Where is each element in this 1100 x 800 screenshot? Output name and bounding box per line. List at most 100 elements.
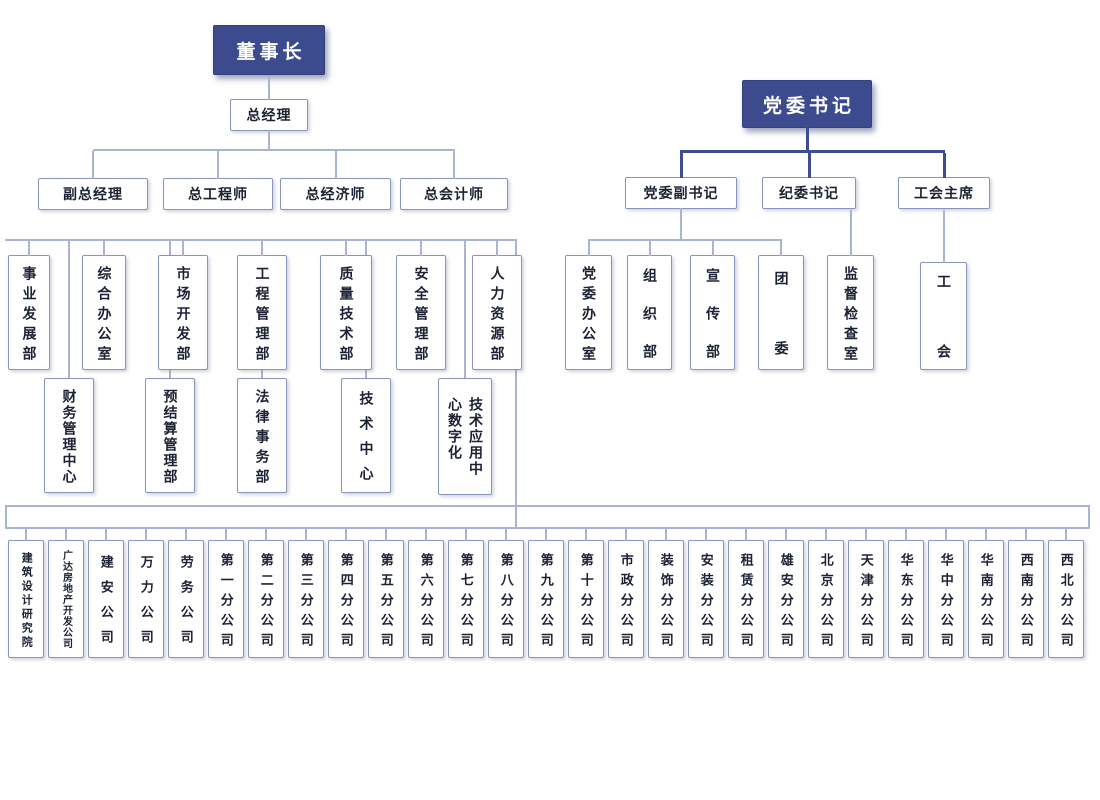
chairman-node: 董事长	[213, 25, 325, 75]
department-label: 质量技术部	[338, 265, 355, 366]
party-department-node: 组织部	[627, 241, 672, 382]
subsidiary-node: 第三分公司	[288, 529, 324, 658]
executive-label: 总经济师	[305, 186, 366, 202]
subsidiary-label: 第四分公司	[338, 552, 354, 653]
party-leader-label: 党委副书记	[643, 185, 719, 201]
sub-department-label: 技术应用中心数字化	[447, 396, 484, 477]
sub-department-label: 法律事务部	[254, 388, 271, 489]
department-node: 市场开发部	[158, 241, 208, 370]
subsidiary-label: 华东分公司	[898, 552, 914, 653]
executive-label: 总工程师	[188, 186, 248, 202]
executive-label: 副总经理	[63, 186, 123, 202]
party-leader-label: 纪委书记	[779, 185, 839, 201]
subsidiary-label: 第八分公司	[498, 552, 514, 653]
subsidiary-label: 劳务公司	[178, 555, 194, 655]
subsidiary-label: 西南分公司	[1018, 552, 1034, 653]
connector-line	[5, 527, 1090, 529]
subsidiary-label: 广达房地产开发公司	[60, 550, 72, 649]
sub-department-label: 预结算管理部	[162, 388, 179, 485]
subsidiary-label: 第六分公司	[418, 552, 434, 653]
department-node: 工程管理部	[237, 241, 287, 370]
party-department-label: 监督检查室	[843, 265, 859, 366]
sub-department-node: 技术应用中心数字化	[438, 378, 492, 495]
party-department-node: 宣传部	[690, 241, 735, 382]
party-leader-node: 党委副书记	[625, 153, 737, 241]
department-label: 综合办公室	[96, 265, 113, 366]
subsidiary-node: 劳务公司	[168, 529, 204, 658]
subsidiary-node: 广达房地产开发公司	[48, 529, 84, 658]
subsidiary-node: 华中分公司	[928, 529, 964, 658]
party-department-label: 宣传部	[705, 267, 721, 382]
subsidiary-node: 第二分公司	[248, 529, 284, 658]
sub-department-node: 财务管理中心	[44, 378, 94, 493]
sub-department-node: 法律事务部	[237, 378, 287, 493]
subsidiary-label: 市政分公司	[618, 552, 634, 653]
party-secretary-label: 党委书记	[762, 95, 855, 117]
subsidiary-label: 西北分公司	[1058, 552, 1074, 653]
subsidiary-label: 第二分公司	[258, 552, 274, 653]
subsidiary-node: 西北分公司	[1048, 529, 1084, 658]
subsidiary-node: 万力公司	[128, 529, 164, 658]
connector-line	[464, 239, 466, 378]
subsidiary-node: 第七分公司	[448, 529, 484, 658]
connector-line	[5, 505, 1090, 507]
subsidiary-node: 第九分公司	[528, 529, 564, 658]
party-department-node: 党委办公室	[565, 241, 612, 370]
subsidiary-node: 第十分公司	[568, 529, 604, 658]
sub-department-label: 技术中心	[358, 391, 375, 491]
subsidiary-node: 华东分公司	[888, 529, 924, 658]
executive-node: 总经济师	[280, 151, 391, 210]
party-department-label: 党委办公室	[581, 265, 597, 366]
subsidiary-node: 第六分公司	[408, 529, 444, 658]
connector-line	[1088, 505, 1090, 529]
subsidiary-node: 建安公司	[88, 529, 124, 658]
subsidiary-label: 华南分公司	[978, 552, 994, 653]
subsidiary-label: 第十分公司	[578, 552, 594, 653]
department-node: 综合办公室	[82, 241, 126, 370]
connector-line	[588, 239, 782, 241]
subsidiary-node: 第五分公司	[368, 529, 404, 658]
subsidiary-label: 建筑设计研究院	[20, 551, 33, 650]
subsidiary-node: 北京分公司	[808, 529, 844, 658]
connector-line	[68, 239, 70, 378]
sub-department-node: 技术中心	[341, 378, 391, 493]
department-node: 安全管理部	[396, 241, 446, 370]
party-leader-node: 纪委书记	[762, 153, 856, 209]
subsidiary-label: 华中分公司	[938, 552, 954, 653]
connector-line	[515, 239, 517, 529]
department-node: 人力资源部	[472, 241, 522, 370]
party-secretary-node: 党委书记	[742, 80, 872, 151]
subsidiary-label: 建安公司	[98, 555, 114, 655]
party-department-label: 组织部	[642, 267, 658, 382]
connector-line	[93, 149, 455, 151]
chairman-label: 董事长	[236, 41, 306, 63]
department-label: 工程管理部	[254, 265, 271, 366]
subsidiary-label: 第五分公司	[378, 552, 394, 653]
subsidiary-label: 天津分公司	[858, 552, 874, 653]
department-label: 市场开发部	[175, 265, 192, 366]
sub-department-label: 财务管理中心	[61, 388, 78, 485]
subsidiary-label: 万力公司	[138, 555, 154, 655]
subsidiary-label: 北京分公司	[818, 552, 834, 653]
party-department-node: 工会	[920, 210, 967, 414]
executive-node: 总工程师	[163, 151, 273, 210]
subsidiary-node: 第八分公司	[488, 529, 524, 658]
subsidiary-label: 装饰分公司	[658, 552, 674, 653]
party-leader-label: 工会主席	[914, 185, 974, 201]
department-label: 事业发展部	[21, 265, 38, 366]
executive-label: 总会计师	[424, 186, 484, 202]
subsidiary-node: 建筑设计研究院	[8, 529, 44, 658]
party-department-label: 工会	[936, 274, 952, 414]
department-node: 质量技术部	[320, 241, 372, 370]
subsidiary-node: 雄安分公司	[768, 529, 804, 658]
general-manager-label: 总经理	[246, 107, 292, 123]
subsidiary-label: 安装分公司	[698, 552, 714, 653]
subsidiary-label: 第七分公司	[458, 552, 474, 653]
party-leader-node: 工会主席	[898, 153, 990, 209]
subsidiary-label: 租赁分公司	[738, 552, 754, 653]
subsidiary-node: 西南分公司	[1008, 529, 1044, 658]
subsidiary-label: 第一分公司	[218, 552, 234, 653]
subsidiary-node: 装饰分公司	[648, 529, 684, 658]
subsidiary-node: 市政分公司	[608, 529, 644, 658]
